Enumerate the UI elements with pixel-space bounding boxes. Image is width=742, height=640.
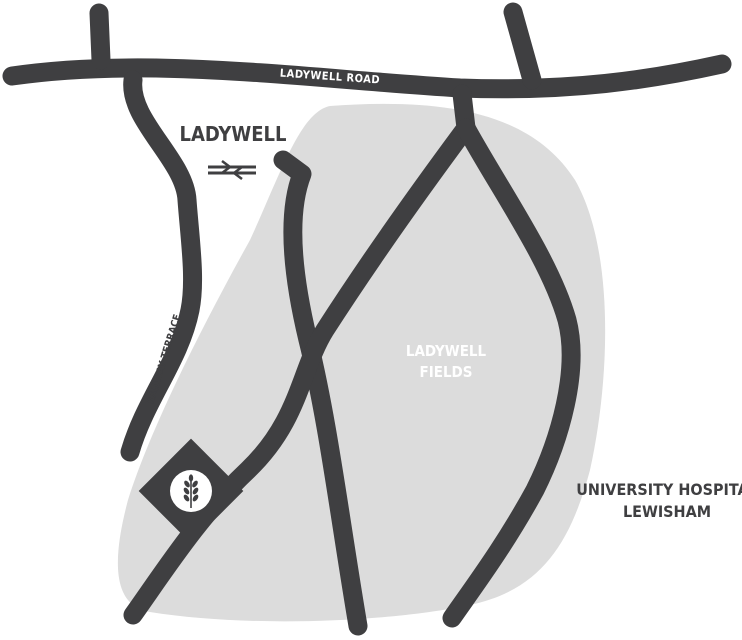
ladywell-fields-label-line1: LADYWELL: [406, 342, 487, 360]
path-east: [442, 118, 581, 628]
ladywell-fields-label-line2: FIELDS: [420, 363, 473, 381]
side-street-top-right: [503, 2, 542, 90]
side-street-top-left: [89, 3, 111, 70]
ladywell-station-label: LADYWELL: [180, 122, 287, 146]
national-rail-icon: [208, 160, 256, 180]
railway-terrace: [120, 70, 203, 462]
hospital-label-line1: UNIVERSITY HOSPITAL: [576, 480, 742, 499]
hospital-label-line2: LEWISHAM: [623, 502, 711, 521]
ladywell-road: [2, 54, 732, 99]
wheat-icon: [183, 474, 199, 508]
